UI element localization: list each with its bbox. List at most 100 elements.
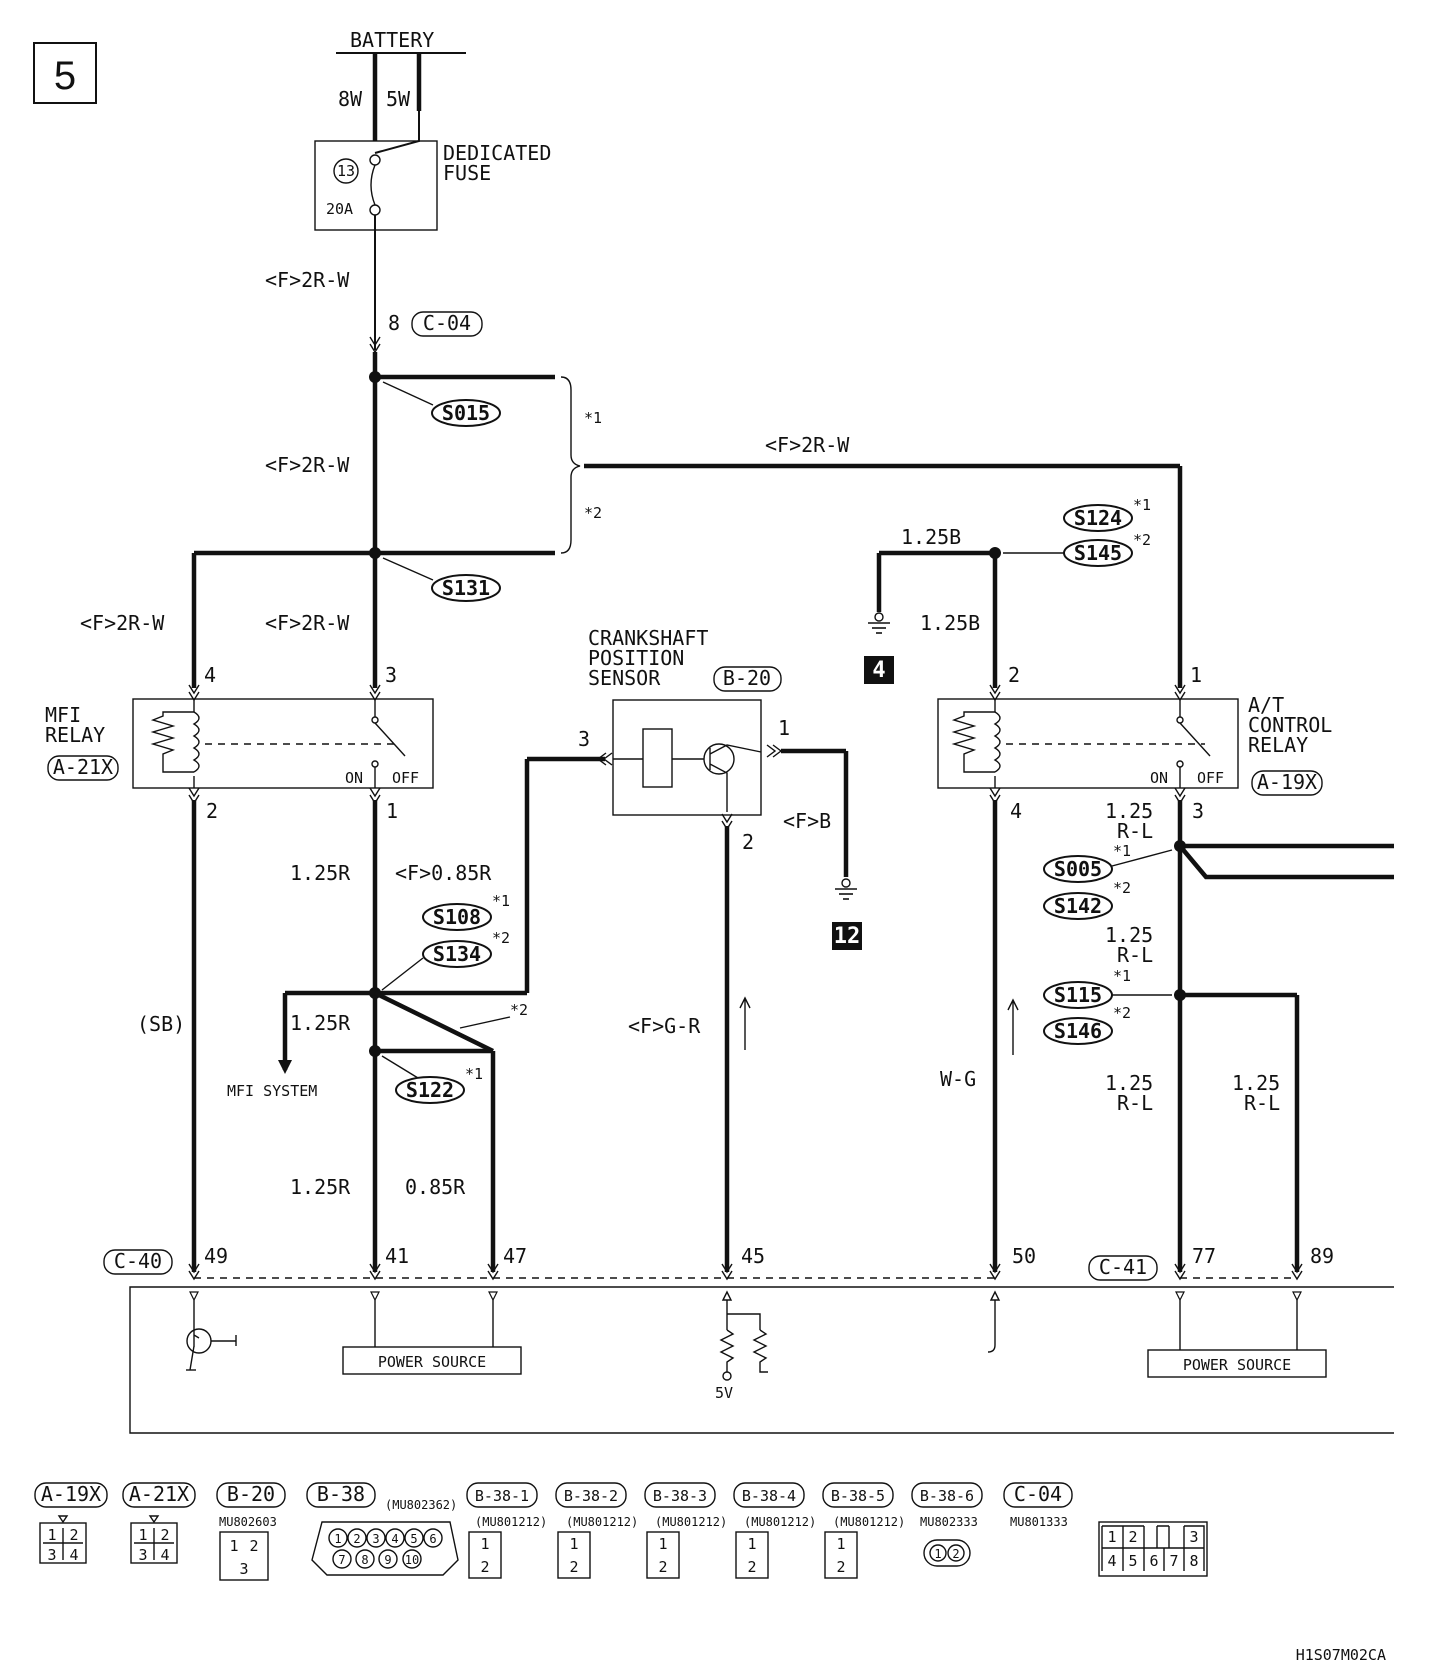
power-source-1-label: POWER SOURCE (378, 1353, 486, 1371)
fuse-title-2: FUSE (443, 161, 491, 185)
ecu-45-pullup-resistor (719, 1329, 735, 1372)
fuse-terminal-bottom (369, 204, 381, 216)
svg-text:2: 2 (69, 1526, 78, 1544)
svg-text:4: 4 (69, 1546, 78, 1564)
svg-text:2: 2 (747, 1558, 756, 1576)
at-relay-title-1: A/T (1248, 693, 1284, 717)
at-coil-icon (993, 711, 1001, 773)
svg-text:1: 1 (480, 1535, 489, 1553)
legend-b20-part: MU802603 (219, 1515, 277, 1529)
mfi-off-label: OFF (392, 769, 419, 787)
wire-label-rl-b-bottom: R-L (1117, 943, 1153, 967)
ground-4-icon (867, 612, 891, 634)
svg-text:3: 3 (138, 1546, 147, 1564)
svg-text:2: 2 (569, 1558, 578, 1576)
legend-a19x-label: A-19X (41, 1482, 101, 1506)
at-switch-arm (1179, 722, 1211, 757)
mfi-relay-title-2: RELAY (45, 723, 105, 747)
wire-label-rl-a-top: 1.25 (1105, 799, 1153, 823)
legend-c04-label: C-04 (1014, 1482, 1062, 1506)
connector-a21x-tag (47, 755, 119, 781)
svg-text:1: 1 (334, 1532, 341, 1546)
splice-s122-badge (395, 1076, 465, 1104)
svg-text:3: 3 (239, 1560, 248, 1578)
legend-b386-shape (923, 1539, 971, 1567)
cps-title-2: POSITION (588, 646, 684, 670)
splice-s134-badge (422, 940, 492, 968)
splice-s005-badge (1043, 855, 1113, 883)
legend-a19x-key (57, 1515, 69, 1524)
ecu-5v-terminal (722, 1371, 732, 1381)
svg-text:1: 1 (934, 1547, 941, 1561)
note-s124-star1: *1 (1133, 496, 1151, 514)
cps-hall-element (642, 728, 673, 788)
signal-direction-arrow-gr (739, 996, 751, 1050)
leader-s122 (381, 1055, 419, 1079)
legend-b381-tag (466, 1482, 538, 1508)
mfi-on-label: ON (345, 769, 363, 787)
leader-s134 (381, 957, 424, 991)
splice-s142-badge (1043, 892, 1113, 920)
ecu-transistor-icon (186, 1328, 212, 1354)
mfi-pin-4: 4 (204, 663, 216, 687)
splice-dot-s015 (369, 371, 381, 383)
wire-label-085r: 0.85R (405, 1175, 466, 1199)
power-source-2-label: POWER SOURCE (1183, 1356, 1291, 1374)
legend-b382-shape (557, 1531, 591, 1579)
legend-b38-shape (311, 1521, 459, 1576)
svg-text:1: 1 (836, 1535, 845, 1553)
cps-pin-2: 2 (742, 830, 754, 854)
svg-text:1: 1 (229, 1537, 238, 1555)
legend-b385-part: (MU801212) (833, 1515, 905, 1529)
mfi-system-label: MFI SYSTEM (227, 1082, 317, 1100)
leader-s005 (1111, 849, 1173, 867)
legend-a21x-key (148, 1515, 160, 1524)
legend-a21x-label: A-21X (129, 1482, 189, 1506)
wire-label-125r-a: 1.25R (290, 861, 351, 885)
legend-b382-part: (MU801212) (566, 1515, 638, 1529)
wire-label-f-b: <F>B (783, 809, 831, 833)
leader-star2 (459, 1016, 511, 1029)
fuse-link (374, 111, 420, 154)
legend-b383-part: (MU801212) (655, 1515, 727, 1529)
wire-label-8w: 8W (338, 87, 363, 111)
at-pin-2: 2 (1008, 663, 1020, 687)
note-star2-diag: *2 (510, 1001, 528, 1019)
note-s005-star1: *1 (1113, 842, 1131, 860)
ground-12-badge (832, 922, 862, 950)
note-star1-brace: *1 (584, 409, 602, 427)
svg-text:2: 2 (658, 1558, 667, 1576)
wire-label-rl-a-bottom: R-L (1117, 819, 1153, 843)
wire-label-rl-d-bottom: R-L (1244, 1091, 1280, 1115)
svg-text:5: 5 (1128, 1552, 1137, 1570)
wire-label-rl-b-top: 1.25 (1105, 923, 1153, 947)
fuse-rating: 20A (326, 200, 353, 218)
legend-b384-label: B-38-4 (742, 1487, 796, 1505)
mfi-contact-top (371, 716, 379, 724)
splice-s142-label: S142 (1054, 894, 1102, 918)
cps-transistor-icon (703, 743, 735, 775)
at-pin-1: 1 (1190, 663, 1202, 687)
cps-pin-1: 1 (778, 716, 790, 740)
footer-drawing-code: H1S07M02CA (1296, 1646, 1386, 1664)
pin-c04-8: 8 (388, 311, 400, 335)
wire-label-sb: (SB) (137, 1012, 185, 1036)
mfi-relay-title-1: MFI (45, 703, 81, 727)
svg-text:3: 3 (1189, 1528, 1198, 1546)
connector-c40-tag (103, 1249, 173, 1275)
ecu-box (129, 1286, 1394, 1434)
legend-b386-tag (911, 1482, 983, 1508)
legend-b38-tag (306, 1482, 376, 1508)
svg-text:2: 2 (480, 1558, 489, 1576)
at-contact-bottom (1176, 760, 1184, 768)
legend-b38-part: (MU802362) (385, 1498, 457, 1512)
svg-text:9: 9 (384, 1553, 391, 1567)
ecu-pin-45: 45 (741, 1244, 765, 1268)
legend-b384-tag (733, 1482, 805, 1508)
legend-b386-label: B-38-6 (920, 1487, 974, 1505)
wire-label-5w: 5W (386, 87, 411, 111)
svg-text:7: 7 (1169, 1552, 1178, 1570)
ground-12-label: 12 (834, 924, 861, 949)
legend-b385-tag (822, 1482, 894, 1508)
svg-text:2: 2 (353, 1532, 360, 1546)
